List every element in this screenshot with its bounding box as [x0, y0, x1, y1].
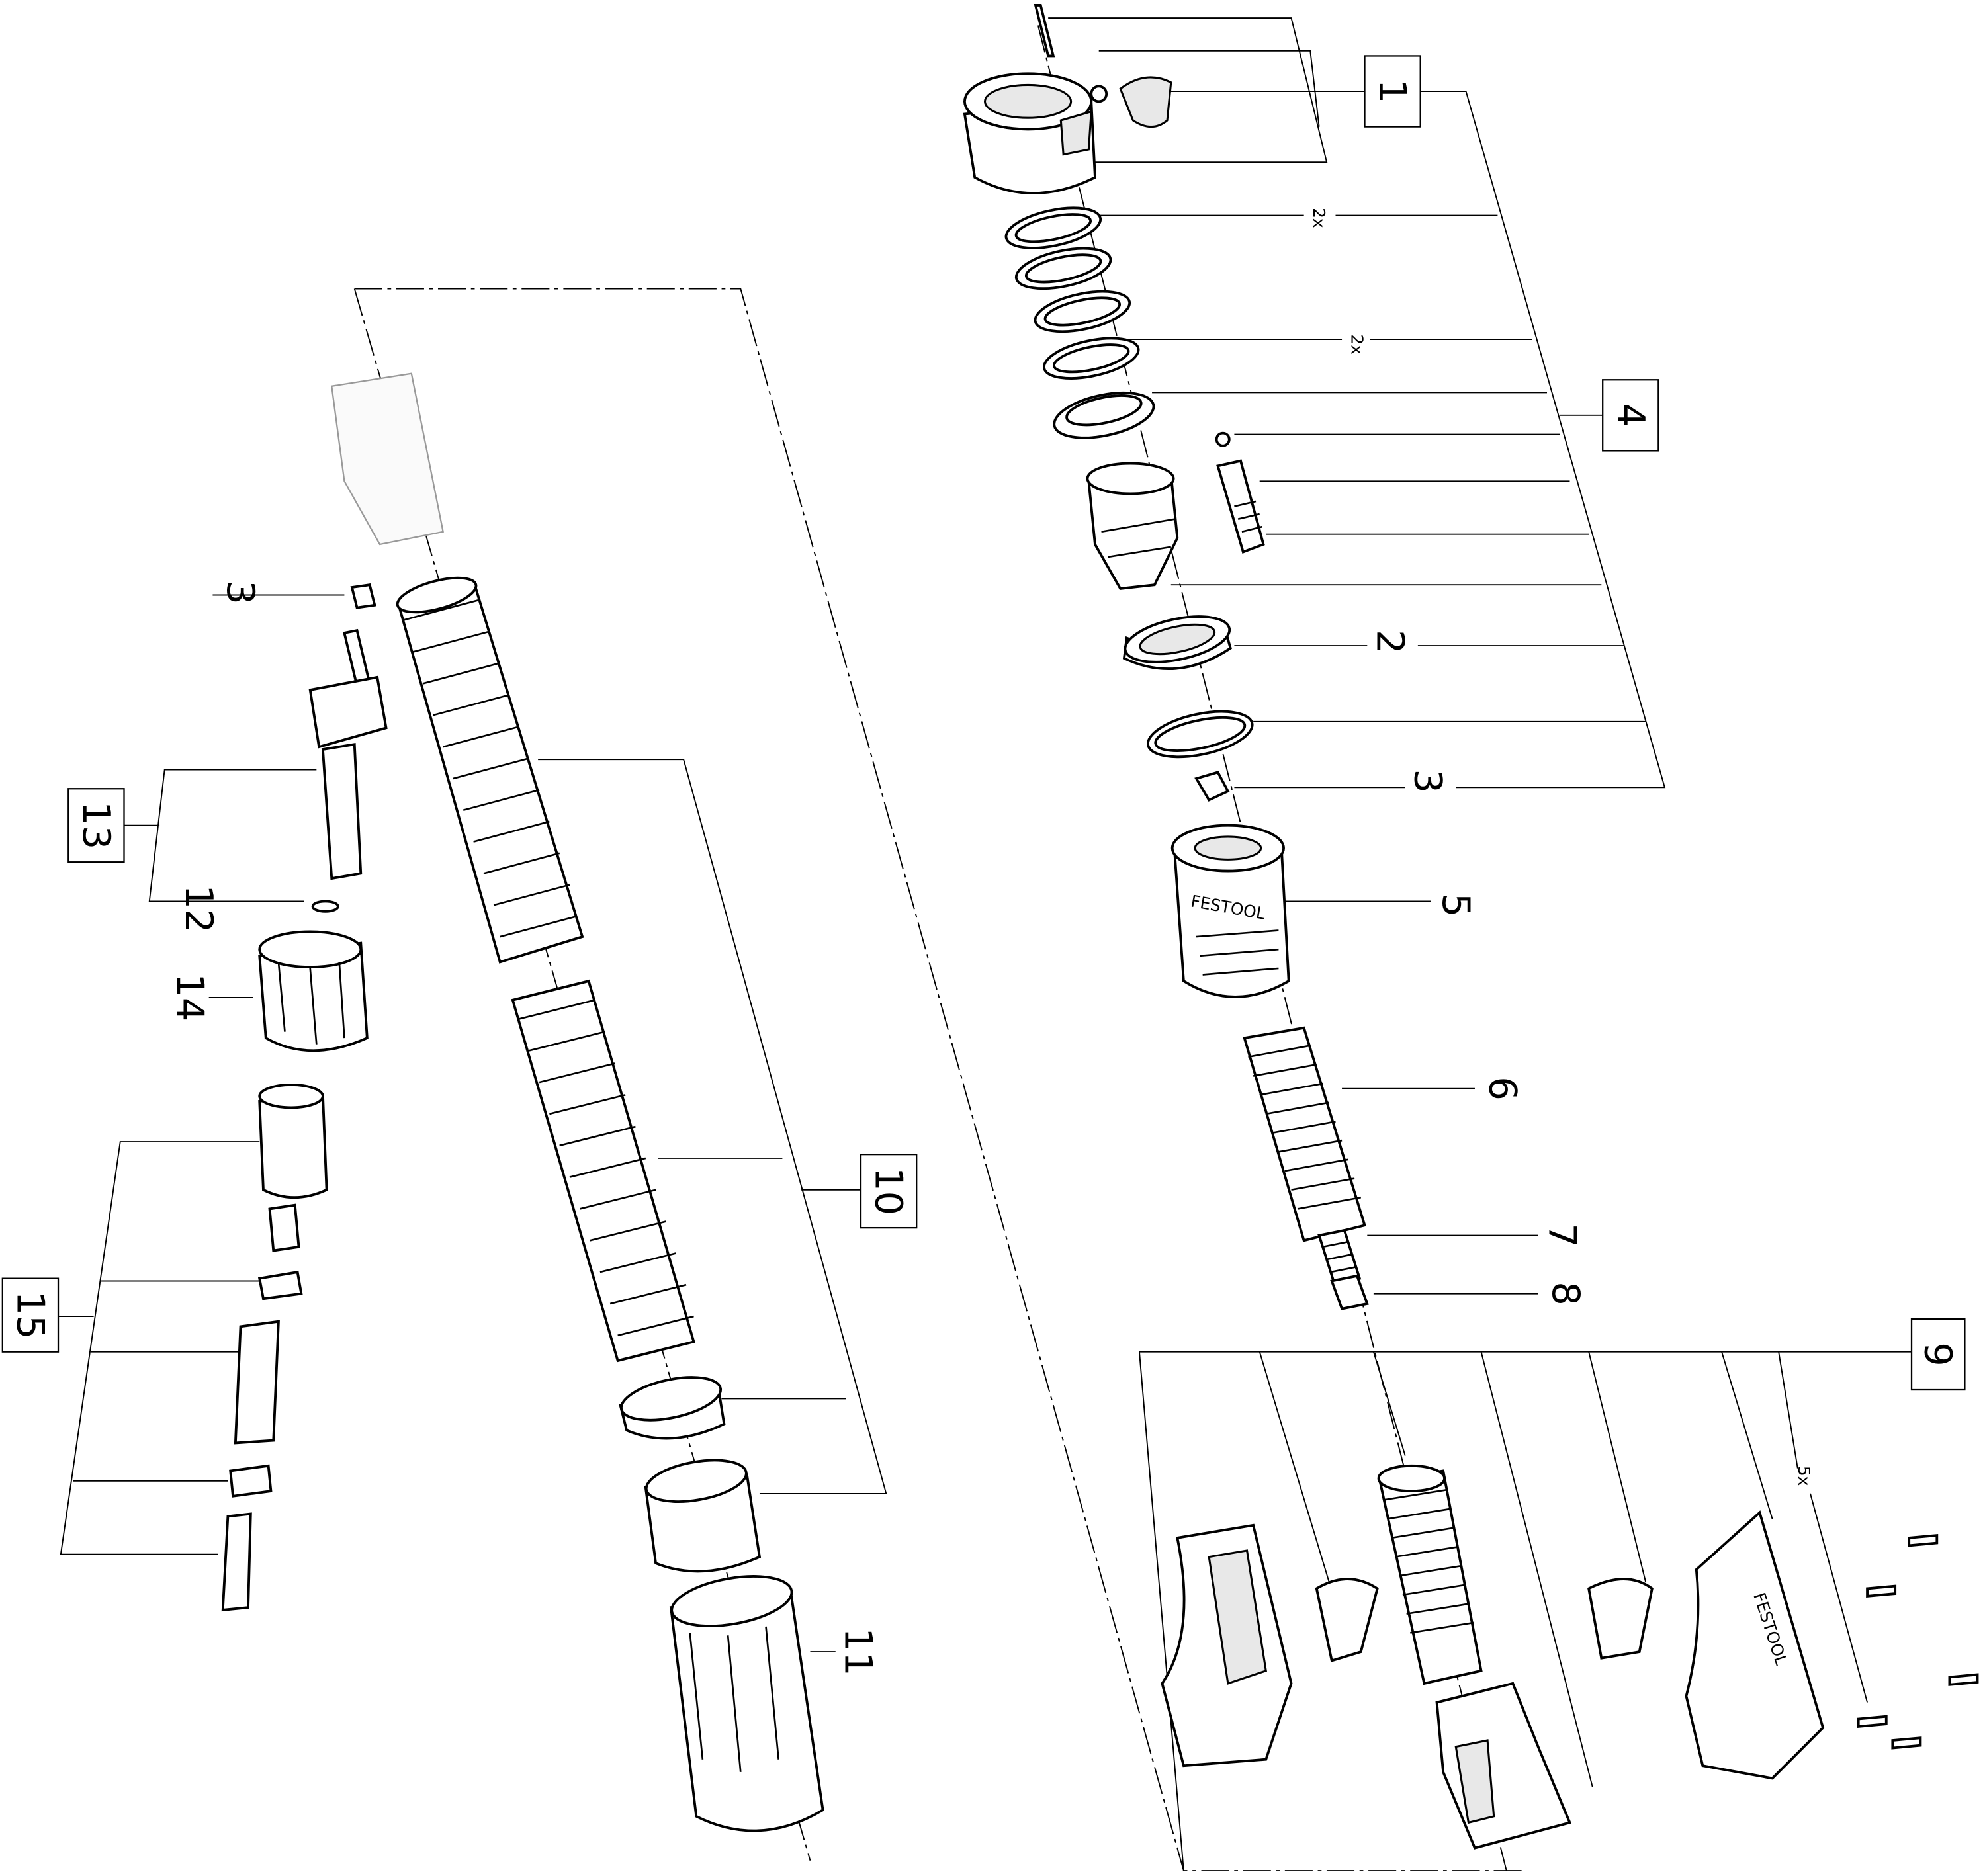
part-trigger-cap: [1119, 76, 1172, 128]
part-handle-spring: [1377, 1464, 1483, 1685]
part-snap-ring: [1147, 710, 1254, 759]
leaders-group-4: [1082, 91, 1666, 1295]
ghost-handle-core: [330, 372, 444, 546]
part-hose-spring-upper: [396, 576, 584, 964]
svg-text:15: 15: [8, 1291, 52, 1340]
label-11: 11: [836, 1628, 881, 1676]
part-connector-sleeve: [644, 1459, 762, 1573]
leaders-group-10: [538, 759, 887, 1653]
part-nut: [1194, 771, 1230, 802]
part-threaded-pin: [1216, 459, 1265, 554]
label-box-4: 4: [1602, 379, 1659, 452]
part-ball: [1215, 431, 1231, 447]
part-muffler: FESTOOL: [1170, 824, 1290, 998]
leaders-group-1: [1048, 17, 1365, 163]
label-3-right: 3: [1406, 769, 1450, 793]
part-nut-left: [350, 583, 376, 609]
svg-text:9: 9: [1916, 1342, 1961, 1367]
leaders-group-13: [124, 594, 345, 998]
part-handle-core: [1435, 1682, 1572, 1850]
part-spring-6: [1243, 1026, 1366, 1242]
label-5: 5: [1434, 893, 1478, 917]
part-spring-7: [1317, 1228, 1362, 1285]
part-sleeve-14: [258, 930, 369, 1052]
part-pin: [1034, 4, 1055, 58]
svg-text:10: 10: [867, 1167, 911, 1215]
part-inner-bracket-right: [1587, 1578, 1654, 1660]
part-inner-bracket-left: [1315, 1578, 1379, 1662]
label-box-13: 13: [67, 788, 125, 863]
rings: [1004, 206, 1155, 439]
label-3-left: 3: [218, 580, 263, 605]
leaders-group-15: [58, 1141, 260, 1555]
svg-text:4: 4: [1609, 404, 1653, 428]
part-handle-right-shell: FESTOOL: [1685, 1510, 1825, 1780]
part-union-nut-11: [669, 1575, 824, 1832]
quantity-5x: 5x: [1794, 1466, 1814, 1486]
label-2: 2: [1368, 630, 1412, 654]
label-box-9: 9: [1910, 1318, 1966, 1391]
svg-text:1: 1: [1370, 79, 1415, 104]
part-o-ring-12: [311, 900, 339, 913]
part-pin-8: [1330, 1274, 1369, 1310]
part-ring-adapter: [619, 1376, 726, 1440]
label-6: 6: [1481, 1076, 1525, 1101]
quantity-2x-b: 2x: [1348, 334, 1367, 355]
label-8: 8: [1544, 1281, 1588, 1306]
label-14: 14: [167, 973, 212, 1021]
part-shaft-assembly: [308, 628, 388, 880]
part-clip: [1090, 85, 1108, 103]
part-hose-spring-lower: [511, 979, 695, 1363]
label-box-15: 15: [1, 1277, 60, 1353]
part-head-housing: [963, 72, 1096, 194]
leaders-group-9: [1138, 1351, 1912, 1871]
label-12: 12: [177, 884, 221, 933]
quantity-2x-a: 2x: [1309, 208, 1329, 228]
part-cartridge-15: [221, 1084, 328, 1612]
screws: [1857, 1533, 1979, 1750]
svg-text:13: 13: [74, 801, 118, 849]
part-seal: [1122, 615, 1232, 671]
part-valve-body: [1086, 462, 1179, 590]
label-7: 7: [1540, 1223, 1584, 1248]
label-box-1: 1: [1364, 55, 1421, 128]
label-box-10: 10: [860, 1154, 918, 1229]
part-handle-left-shell: [1161, 1523, 1293, 1768]
